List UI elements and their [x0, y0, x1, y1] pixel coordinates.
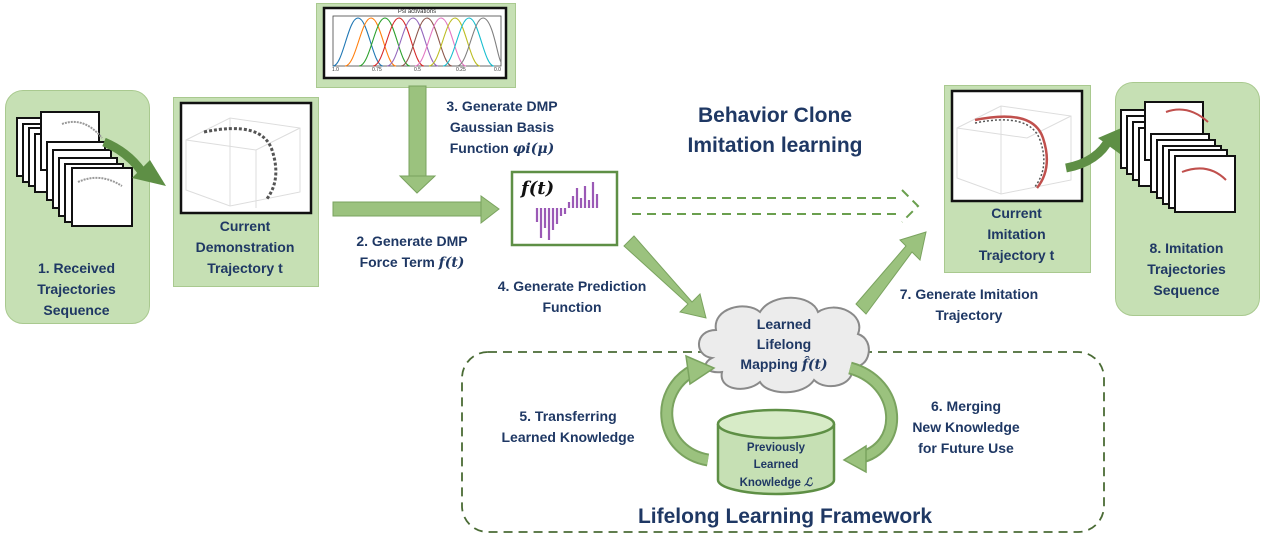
curved-arrow-8-head [1098, 126, 1126, 154]
psi-plot-tick: 1.0 [332, 67, 339, 73]
force-term-symbol: f(t) [438, 255, 465, 271]
knowledge-symbol: ℒ [804, 475, 813, 489]
psi-plot-tick: 0.25 [456, 67, 466, 73]
curved-arrow-1-head [132, 160, 166, 186]
demo-trajectory [203, 127, 278, 201]
arrow-2-shaft [332, 201, 484, 217]
imitation-trajectory-stack [1120, 101, 1236, 213]
lifelong-framework-title: Lifelong Learning Framework [637, 505, 933, 528]
basis-function-symbol: φi(μ) [512, 141, 555, 157]
knowledge-database [716, 408, 836, 496]
psi-plot-tick: 0.75 [372, 67, 382, 73]
arrow-4 [623, 235, 707, 319]
force-term-box-label: f(t) [521, 178, 555, 199]
dashed-imitation-arrow [632, 189, 920, 223]
psi-plot-tick: 0.0 [494, 67, 501, 73]
arrow-3-head [398, 175, 437, 194]
lifelong-framework-box [461, 351, 1105, 533]
learned-mapping-cloud [698, 296, 870, 394]
psi-plot-tick: 0.5 [414, 67, 421, 73]
curved-arrow-1 [102, 137, 146, 175]
arrow-7 [855, 231, 927, 315]
psi-plot-title: Psi activations [397, 9, 437, 15]
learned-mapping-symbol: f̂(t) [801, 357, 828, 373]
imitation-trajectory [974, 115, 1049, 189]
arrow-2-head [480, 195, 500, 225]
arrow-3-shaft [408, 85, 427, 179]
received-trajectory-stack [16, 111, 133, 227]
step-2-label: 2. Generate DMP Force Term f(t) [356, 233, 468, 271]
